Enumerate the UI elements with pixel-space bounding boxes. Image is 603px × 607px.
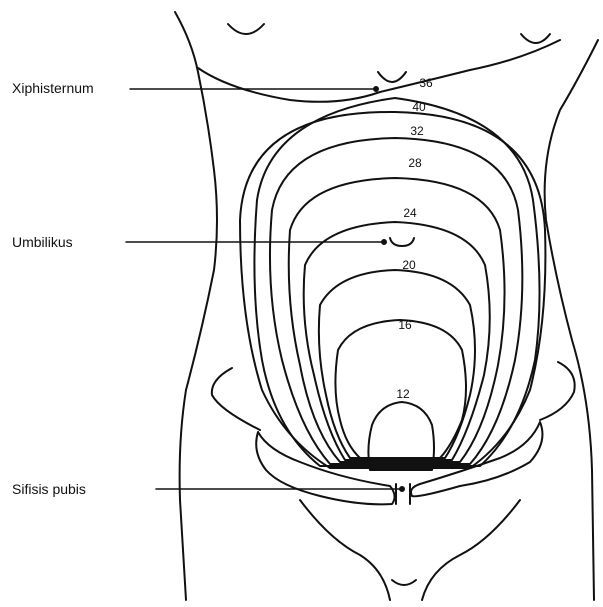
label-xiphisternum: Xiphisternum — [12, 80, 94, 96]
week-label-36: 36 — [419, 76, 432, 90]
umbilicus-mark — [390, 238, 414, 246]
label-umbilicus: Umbilikus — [12, 234, 73, 250]
leader-xiphisternum-dot — [374, 87, 378, 91]
week-label-20: 20 — [402, 258, 415, 272]
right-breast-outline — [521, 34, 550, 43]
leader-symphysis-dot — [400, 487, 404, 491]
left-breast-outline — [228, 24, 264, 34]
torso-left-outline — [175, 12, 217, 600]
leader-umbilicus-dot — [382, 240, 386, 244]
pubic-v — [392, 580, 416, 585]
label-symphysis: Sifisis pubis — [12, 481, 86, 497]
left-iliac-crest — [212, 368, 260, 430]
week-label-12: 12 — [396, 387, 409, 401]
contour-40 — [254, 98, 539, 466]
week-label-28: 28 — [408, 156, 421, 170]
week-label-24: 24 — [403, 206, 416, 220]
right-iliac-crest — [540, 362, 575, 420]
week-label-16: 16 — [398, 318, 411, 332]
costal-margin — [198, 40, 560, 102]
week-label-32: 32 — [410, 124, 423, 138]
week-label-40: 40 — [412, 100, 425, 114]
left-thigh — [300, 500, 390, 600]
xiphisternum-notch — [378, 72, 406, 82]
torso-right-outline — [545, 40, 598, 600]
right-thigh — [422, 500, 520, 600]
